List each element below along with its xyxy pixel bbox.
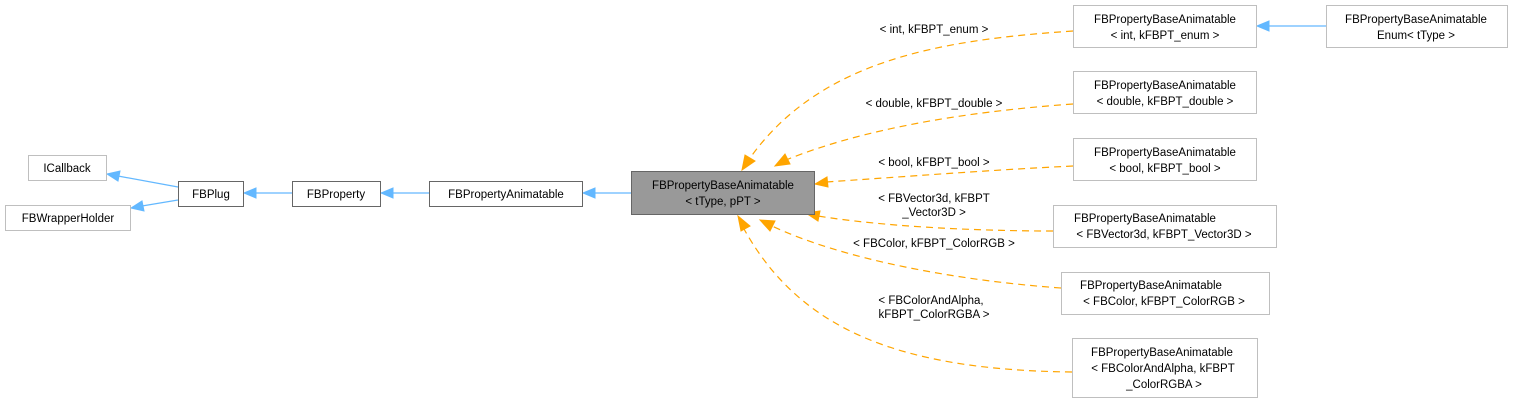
node-label-line1: FBPropertyBaseAnimatable xyxy=(652,180,794,192)
node-enum[interactable]: FBPropertyBaseAnimatable Enum< tType > xyxy=(1326,5,1508,48)
node-base-focus: FBPropertyBaseAnimatable < tType, pPT > xyxy=(631,171,815,215)
node-label-line2: < FBColorAndAlpha, kFBPT xyxy=(1091,363,1235,375)
edge-bool-base xyxy=(825,165,1074,183)
edge-label-colorrgba-line2: kFBPT_ColorRGBA > xyxy=(879,309,990,321)
arrow-head-fbpropertyanimatable xyxy=(581,187,596,199)
node-label-line1: FBPropertyBaseAnimatable xyxy=(1074,213,1216,225)
arrow-head-fbwrapperholder xyxy=(129,200,145,212)
edge-colorrgb-base xyxy=(771,225,1062,289)
node-label-line2: < FBVector3d, kFBPT_Vector3D > xyxy=(1076,229,1251,241)
node-inst-int[interactable]: FBPropertyBaseAnimatable < int, kFBPT_en… xyxy=(1073,5,1257,48)
node-inst-double[interactable]: FBPropertyBaseAnimatable < double, kFBPT… xyxy=(1073,71,1257,114)
node-inst-vector3d[interactable]: FBPropertyBaseAnimatable < FBVector3d, k… xyxy=(1053,205,1277,248)
edge-int-base xyxy=(749,30,1074,159)
node-label-line2: < bool, kFBPT_bool > xyxy=(1109,163,1221,175)
node-label-line1: FBPropertyBaseAnimatable xyxy=(1094,147,1236,159)
node-fbplug[interactable]: FBPlug xyxy=(178,181,244,207)
edge-label-vector3d-line2: _Vector3D > xyxy=(901,207,966,219)
template-edges xyxy=(737,30,1074,373)
edge-colorrgba-base xyxy=(743,228,1073,373)
node-label: FBPlug xyxy=(192,189,230,201)
node-label-line1: FBPropertyBaseAnimatable xyxy=(1094,14,1236,26)
arrow-head-base-colorrgba xyxy=(737,214,751,232)
node-label-line1: FBPropertyBaseAnimatable xyxy=(1094,80,1236,92)
arrow-head-fbproperty xyxy=(379,187,394,199)
node-label: FBProperty xyxy=(307,189,365,201)
arrow-head-base-double xyxy=(773,153,791,167)
node-fbwrapperholder[interactable]: FBWrapperHolder xyxy=(5,205,131,231)
node-label: ICallback xyxy=(43,163,91,175)
arrow-head-base-colorrgb xyxy=(758,219,776,232)
node-label-line2: Enum< tType > xyxy=(1377,30,1455,42)
node-fbpropertyanimatable[interactable]: FBPropertyAnimatable xyxy=(429,181,583,207)
node-label-line2: < FBColor, kFBPT_ColorRGB > xyxy=(1083,296,1245,308)
node-label-line1: FBPropertyBaseAnimatable xyxy=(1080,280,1222,292)
inheritance-edges xyxy=(105,20,1326,212)
edge-label-bool: < bool, kFBPT_bool > xyxy=(878,157,990,169)
node-fbproperty[interactable]: FBProperty xyxy=(292,181,381,207)
arrow-head-base-bool xyxy=(813,176,829,188)
node-label: FBWrapperHolder xyxy=(22,213,115,225)
node-icallback[interactable]: ICallback xyxy=(28,155,107,181)
edge-vector3d-base xyxy=(817,215,1054,232)
edge-label-colorrgb: < FBColor, kFBPT_ColorRGB > xyxy=(853,238,1015,250)
node-label: FBPropertyAnimatable xyxy=(448,189,564,201)
arrow-head-int xyxy=(1255,20,1270,32)
edge-labels: < int, kFBPT_enum > < double, kFBPT_doub… xyxy=(853,24,1015,321)
node-label-line1: FBPropertyBaseAnimatable xyxy=(1345,14,1487,26)
node-label-line2: < int, kFBPT_enum > xyxy=(1111,30,1220,42)
edge-double-base xyxy=(785,103,1074,161)
node-label-line2: < tType, pPT > xyxy=(685,196,761,208)
edge-fbplug-icallback xyxy=(117,175,179,188)
edge-label-double: < double, kFBPT_double > xyxy=(866,98,1003,110)
node-inst-colorrgba[interactable]: FBPropertyBaseAnimatable < FBColorAndAlp… xyxy=(1072,338,1258,398)
edge-label-colorrgba-line1: < FBColorAndAlpha, xyxy=(878,295,983,307)
node-inst-bool[interactable]: FBPropertyBaseAnimatable < bool, kFBPT_b… xyxy=(1073,138,1257,181)
node-label-line1: FBPropertyBaseAnimatable xyxy=(1091,347,1233,359)
edge-label-vector3d-line1: < FBVector3d, kFBPT xyxy=(878,193,990,205)
arrow-head-base-int xyxy=(741,154,756,172)
arrow-head-fbplug xyxy=(242,187,257,199)
edge-fbplug-fbwrapperholder xyxy=(141,199,179,207)
node-label-line3: _ColorRGBA > xyxy=(1125,379,1202,391)
edge-label-int: < int, kFBPT_enum > xyxy=(880,24,989,36)
arrow-head-icallback xyxy=(105,170,121,182)
node-label-line2: < double, kFBPT_double > xyxy=(1097,96,1234,108)
node-inst-colorrgb[interactable]: FBPropertyBaseAnimatable < FBColor, kFBP… xyxy=(1061,272,1270,315)
